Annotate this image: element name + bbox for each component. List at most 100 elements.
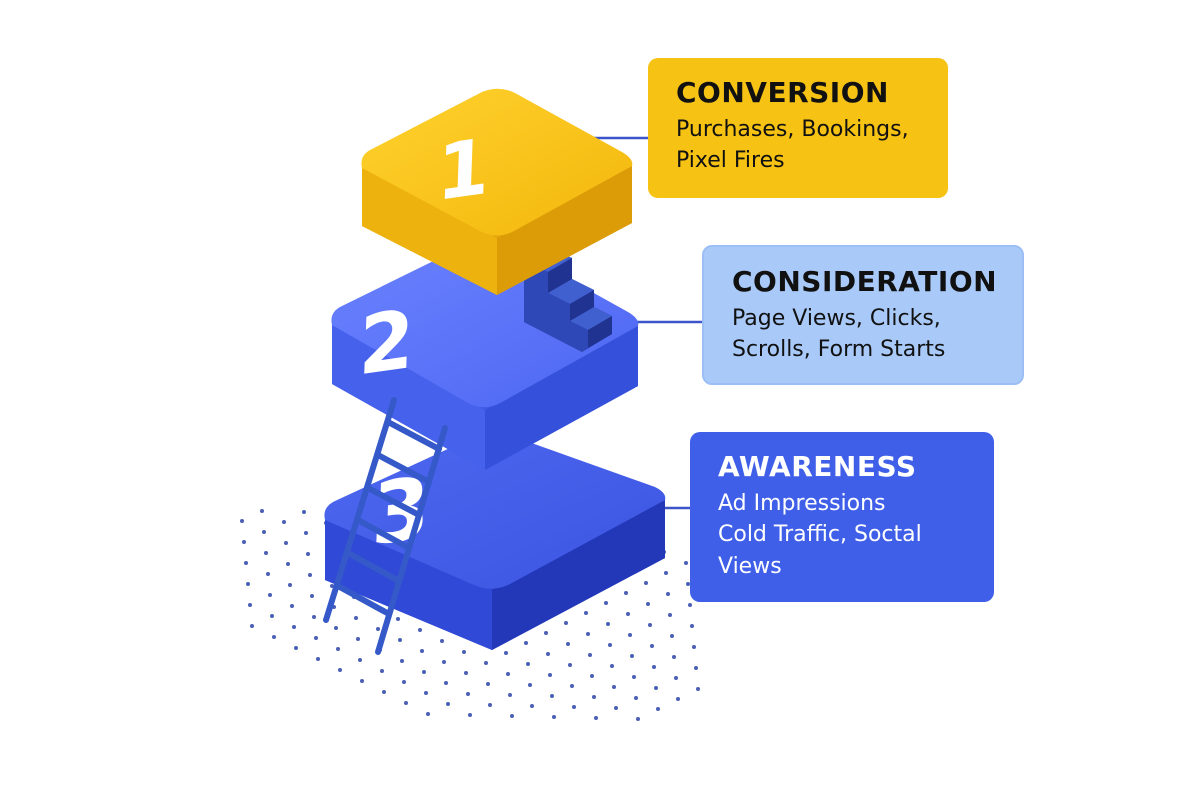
- floor-dot: [290, 604, 294, 608]
- floor-dot: [686, 582, 690, 586]
- floor-dot: [650, 644, 654, 648]
- floor-dot: [272, 635, 276, 639]
- floor-dot: [590, 674, 594, 678]
- floor-dot: [530, 704, 534, 708]
- floor-dot: [468, 713, 472, 717]
- floor-dot: [308, 573, 312, 577]
- floor-dot: [684, 561, 688, 565]
- level-2-number: 2: [357, 292, 415, 394]
- floor-dot: [266, 572, 270, 576]
- floor-dot: [422, 670, 426, 674]
- floor-dot: [612, 685, 616, 689]
- floor-dot: [674, 676, 678, 680]
- floor-dot: [260, 509, 264, 513]
- floor-dot: [668, 613, 672, 617]
- floor-dot: [264, 551, 268, 555]
- floor-dot: [262, 530, 266, 534]
- floor-dot: [572, 705, 576, 709]
- level-1-line-2: Pixel Fires: [676, 148, 785, 174]
- floor-dot: [338, 668, 342, 672]
- floor-dot: [330, 584, 334, 588]
- floor-dot: [462, 650, 466, 654]
- floor-dot: [240, 519, 244, 523]
- floor-dot: [694, 666, 698, 670]
- floor-dot: [440, 639, 444, 643]
- floor-dot: [310, 594, 314, 598]
- floor-dot: [672, 655, 676, 659]
- floor-dot: [246, 582, 250, 586]
- ladder-icon: [323, 397, 448, 655]
- floor-dot: [632, 675, 636, 679]
- level-1-number: 1: [435, 122, 491, 219]
- floor-dot: [552, 715, 556, 719]
- floor-dot: [690, 624, 694, 628]
- level-1-block: 1: [361, 88, 633, 295]
- floor-dot: [570, 684, 574, 688]
- floor-dot: [670, 634, 674, 638]
- floor-dot: [244, 561, 248, 565]
- floor-dot: [504, 651, 508, 655]
- floor-dot: [646, 602, 650, 606]
- floor-dot: [426, 712, 430, 716]
- floor-dot: [586, 632, 590, 636]
- level-2-line-2: Scrolls, Form Starts: [732, 337, 946, 363]
- floor-dot: [696, 687, 700, 691]
- floor-dot: [488, 703, 492, 707]
- floor-dot: [676, 697, 680, 701]
- level-3-line-1: Ad Impressions: [718, 490, 886, 516]
- floor-dot: [604, 601, 608, 605]
- floor-dot: [304, 531, 308, 535]
- floor-dot: [550, 694, 554, 698]
- level-2-block: 2: [331, 239, 639, 470]
- floor-dot: [466, 692, 470, 696]
- floor-dot: [692, 645, 696, 649]
- floor-dot: [688, 603, 692, 607]
- floor-dot: [528, 683, 532, 687]
- floor-dot: [360, 679, 364, 683]
- floor-dot: [376, 627, 380, 631]
- floor-dot: [316, 657, 320, 661]
- floor-dot: [510, 714, 514, 718]
- floor-dot: [282, 520, 286, 524]
- floor-dot: [610, 664, 614, 668]
- floor-dot: [568, 663, 572, 667]
- floor-dot: [648, 623, 652, 627]
- floor-dot: [354, 616, 358, 620]
- level-3-title: AWARENESS: [718, 450, 917, 483]
- floor-dot: [544, 631, 548, 635]
- floor-dot: [306, 552, 310, 556]
- floor-dot: [380, 669, 384, 673]
- floor-dot: [382, 690, 386, 694]
- floor-dot: [292, 625, 296, 629]
- level-3-line-2: Cold Traffic, Soctal: [718, 522, 922, 548]
- floor-dot: [636, 717, 640, 721]
- floor-dot: [506, 672, 510, 676]
- floor-dot: [606, 622, 610, 626]
- floor-dot: [400, 659, 404, 663]
- floor-dot: [564, 621, 568, 625]
- level-1-title: CONVERSION: [676, 76, 889, 109]
- floor-dot: [284, 541, 288, 545]
- floor-dot: [294, 646, 298, 650]
- floor-dot: [486, 682, 490, 686]
- floor-dot: [334, 626, 338, 630]
- floor-dot: [588, 653, 592, 657]
- floor-dot: [614, 706, 618, 710]
- level-2-title: CONSIDERATION: [732, 265, 998, 298]
- floor-dot: [548, 673, 552, 677]
- floor-dot: [524, 641, 528, 645]
- floor-dot: [358, 658, 362, 662]
- floor-dot: [268, 593, 272, 597]
- floor-dot: [608, 643, 612, 647]
- floor-dot: [250, 624, 254, 628]
- floor-dot: [546, 652, 550, 656]
- floor-dot: [242, 540, 246, 544]
- floor-dot: [336, 647, 340, 651]
- floor-dot: [508, 693, 512, 697]
- floor-dot: [312, 615, 316, 619]
- floor-dot: [644, 581, 648, 585]
- floor-dot: [356, 637, 360, 641]
- floor-dot: [566, 642, 570, 646]
- floor-dot: [592, 695, 596, 699]
